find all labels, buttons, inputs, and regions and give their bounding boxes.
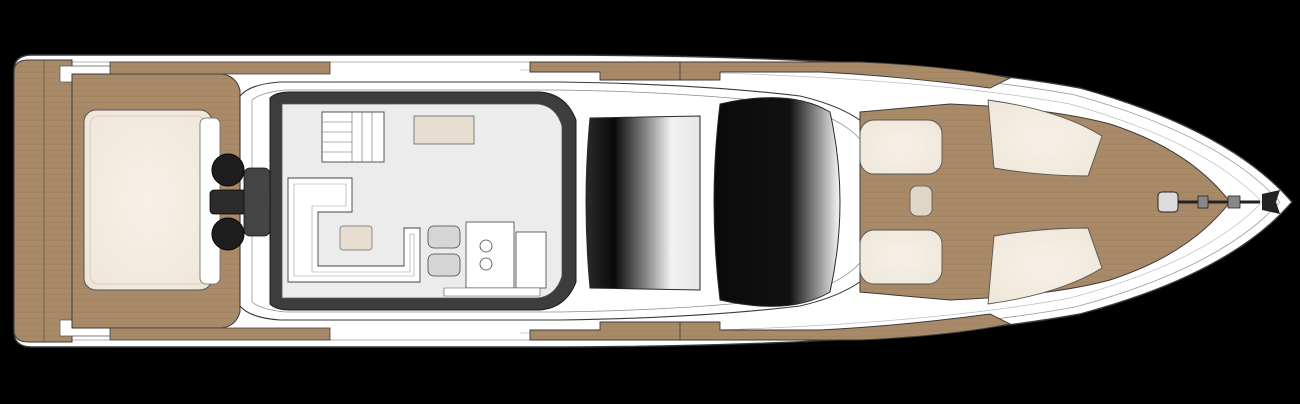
helm-station [427,221,547,297]
flybridge-sofa [287,177,421,283]
bow-anchor [1157,190,1280,214]
hardtop-glass-roof [585,97,841,307]
flybridge-stairs [321,111,385,163]
radar-arch [209,153,271,251]
side-deck-port [529,61,1012,89]
aft-sunpad [83,109,221,291]
foredeck-sunpads [859,99,1103,305]
side-deck-starboard [529,313,1012,341]
flybridge-wetbar [413,115,475,145]
